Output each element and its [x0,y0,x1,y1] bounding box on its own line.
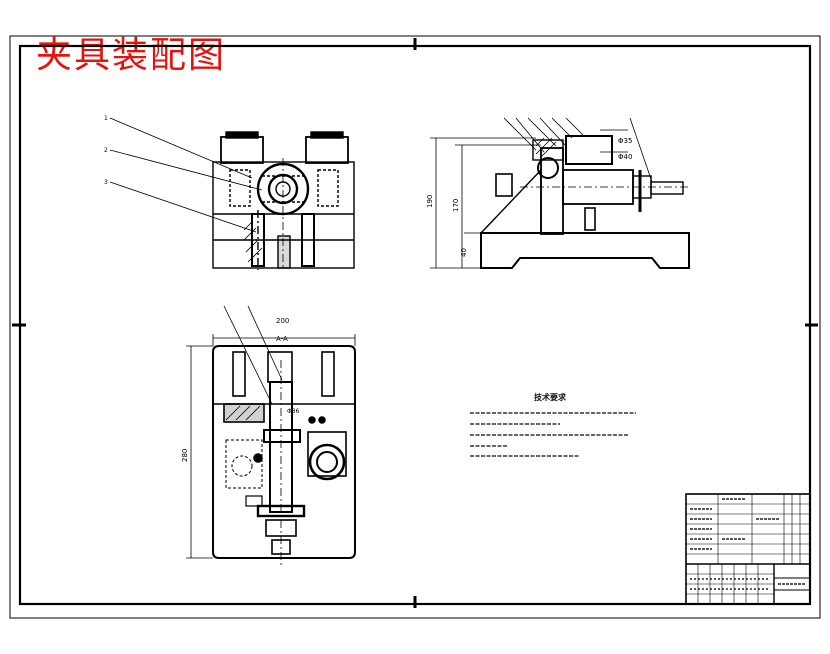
side-view-labels: 190 170 40 Φ35 Φ40 [426,137,632,257]
section-view-dimensions [186,305,356,559]
svg-text:1: 1 [104,115,108,122]
side-view-dimensions [430,117,653,269]
dim-dia-35: Φ35 [618,137,632,145]
svg-text:2: 2 [104,147,108,154]
technical-notes-lines [470,412,636,457]
svg-text:3: 3 [104,179,108,186]
dim-dia-40: Φ40 [618,153,632,161]
dim-190: 190 [426,195,434,208]
technical-requirements-heading: 技术要求 [534,393,566,402]
dim-280: 280 [181,449,189,462]
section-view [212,345,356,566]
technical-requirements: 技术要求 [470,392,670,409]
section-view-labels: 200 A-A 280 Φ36 [181,317,300,462]
title-block [685,493,811,605]
dim-40: 40 [460,248,468,257]
dim-200: 200 [276,317,289,325]
fit-mark: Φ36 [287,408,300,415]
side-view [480,135,690,269]
front-view [212,131,355,270]
drawing-title: 夹具装配图 [36,35,227,76]
section-mark-aa: A-A [276,335,288,343]
centering-marks [12,38,818,608]
dim-170: 170 [452,199,460,212]
outer-border [9,35,821,619]
front-view-leaders: 1 2 3 [104,115,263,233]
